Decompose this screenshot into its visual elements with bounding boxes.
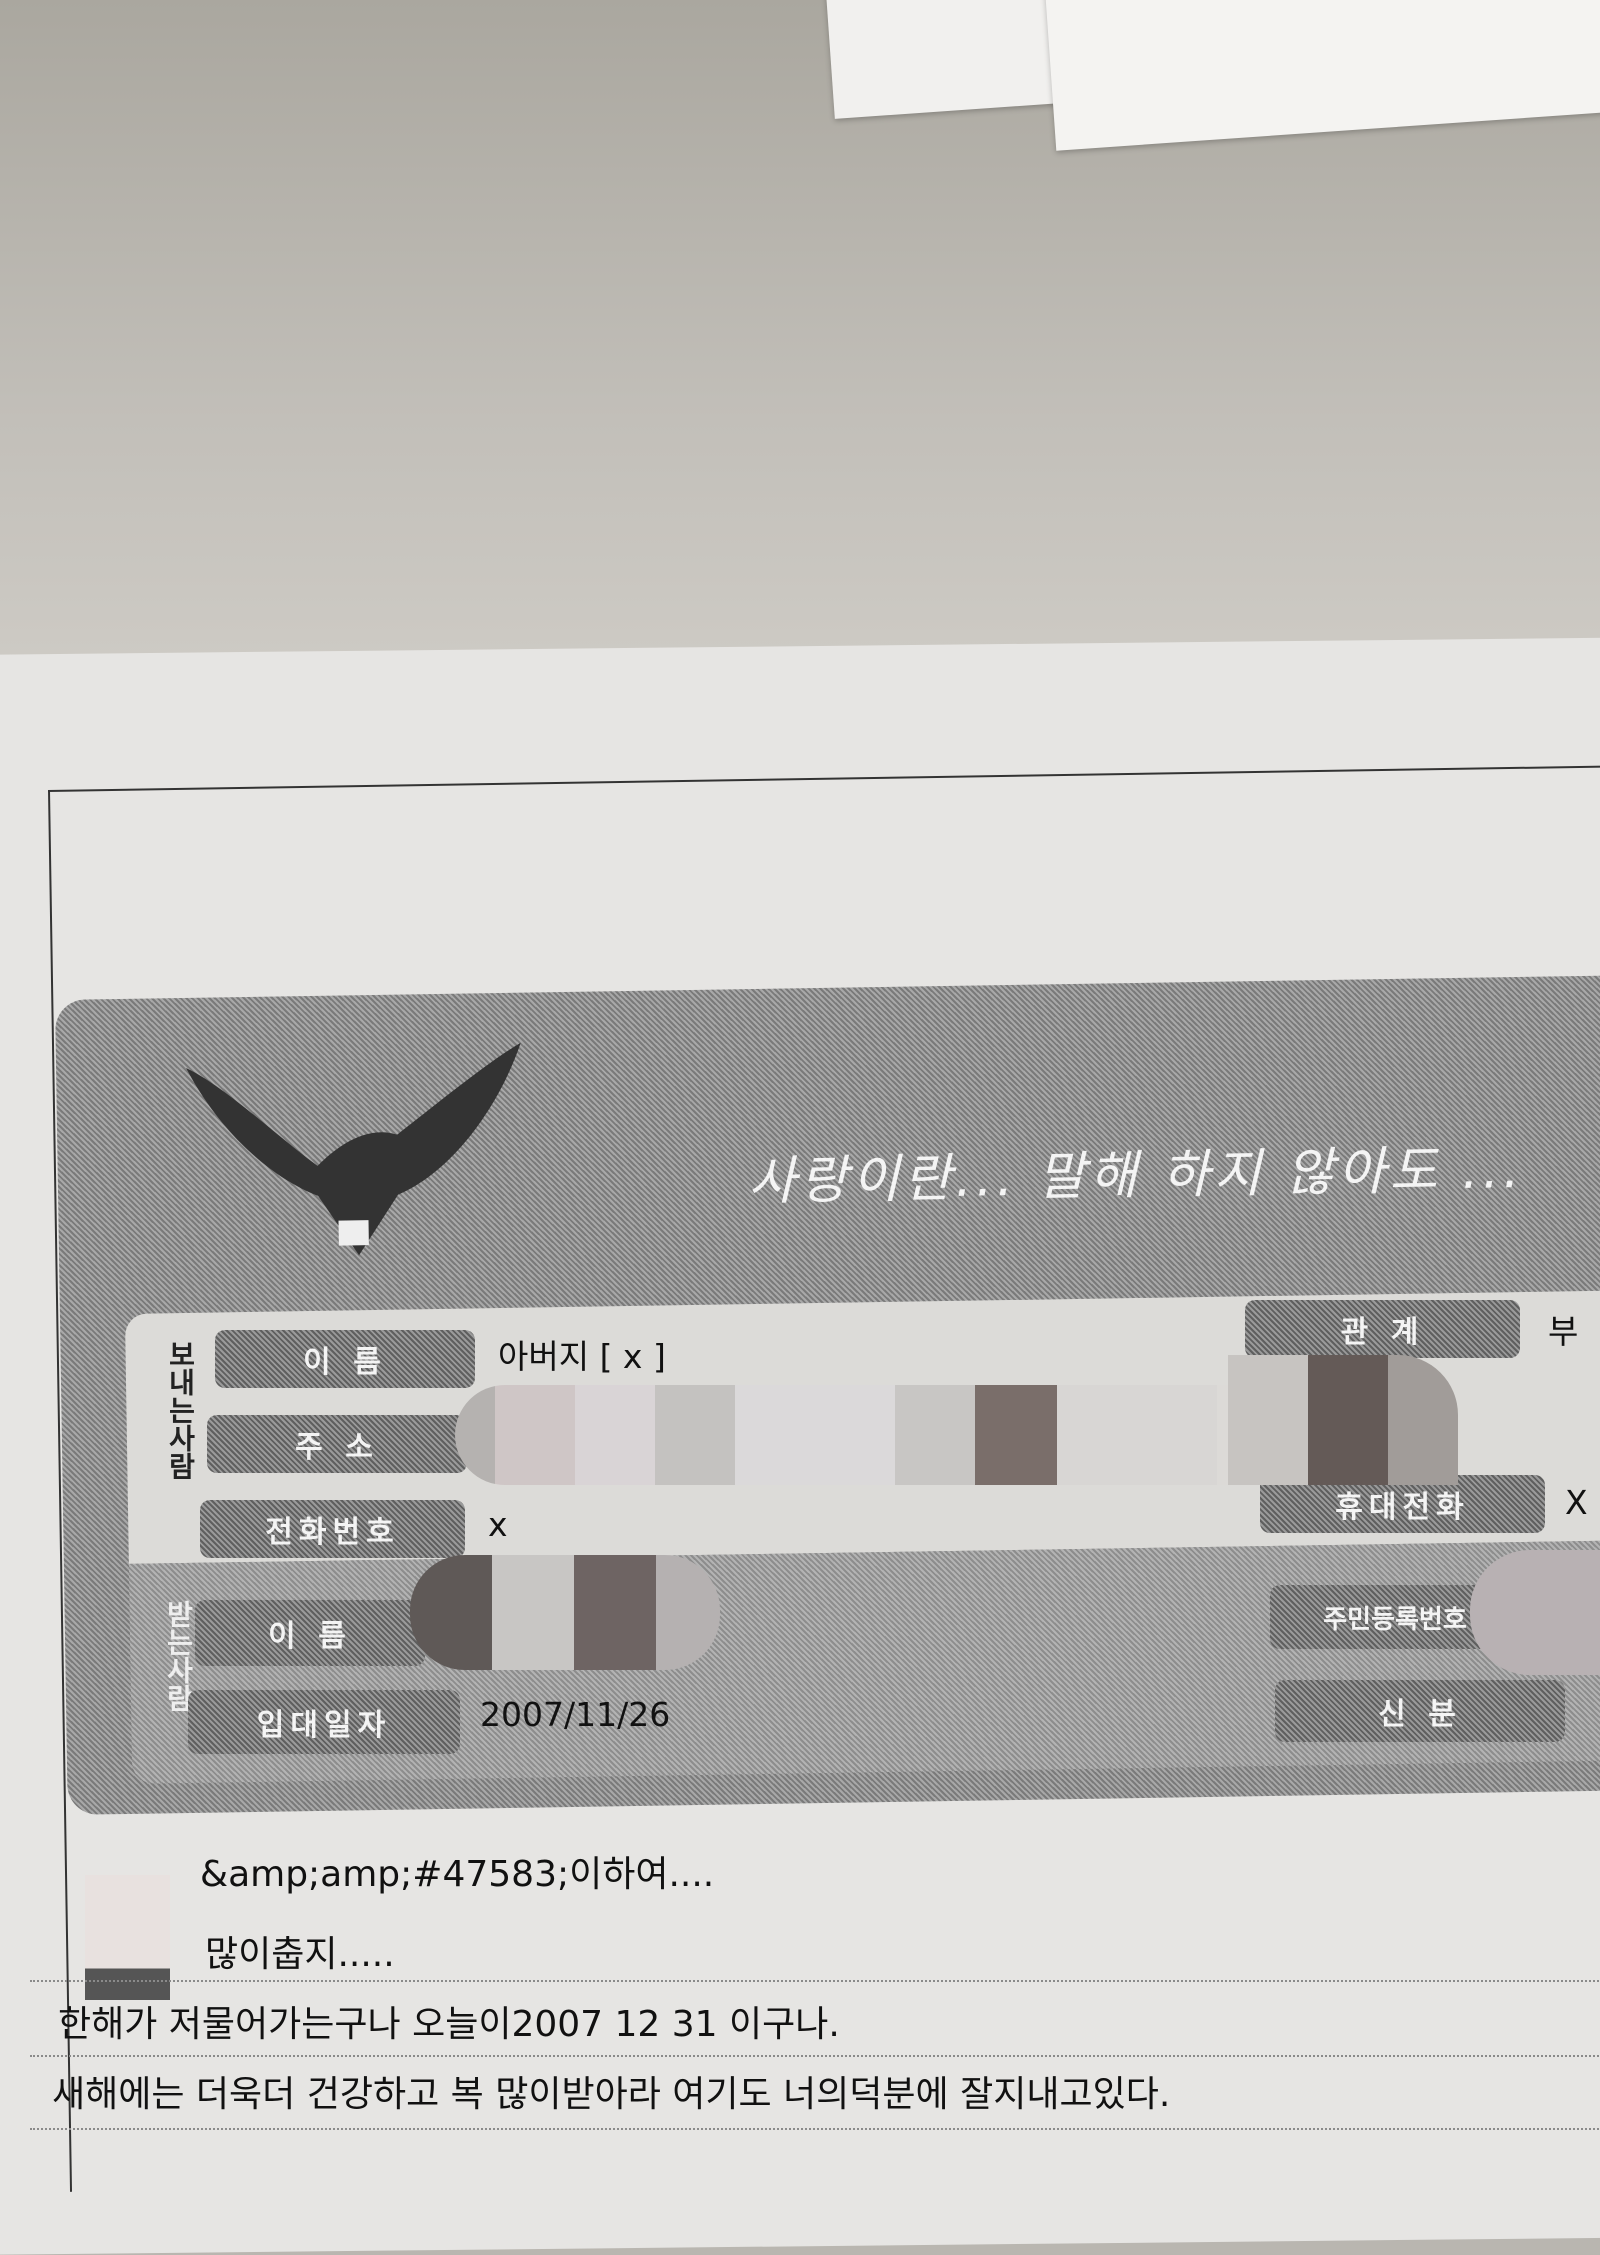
sender-mobile-label: 휴대전화: [1260, 1475, 1545, 1533]
sender-phone-value: x: [488, 1505, 508, 1544]
banner-text: 사랑이란... 말해 하지 않아도 ...: [747, 1139, 1524, 1213]
sender-name-value: 아버지 [ x ]: [498, 1337, 666, 1376]
line-divider: [30, 2055, 1600, 2057]
sender-relation-value: 부: [1548, 1312, 1579, 1351]
line-divider: [30, 2128, 1600, 2130]
letter-line: 많이춥지.....: [205, 1934, 395, 1975]
letter-header-panel: 사랑이란... 말해 하지 않아도 ...: [55, 974, 1600, 1815]
letter-line: 한해가 저물어가는구나 오늘이2007 12 31 이구나.: [58, 2004, 840, 2045]
receiver-rank-label: 신 분: [1275, 1680, 1565, 1742]
redacted-rrn: [1470, 1550, 1600, 1675]
sender-mobile-value: X: [1565, 1483, 1588, 1522]
sender-name-label: 이 름: [215, 1330, 475, 1388]
receiver-enlist-value: 2007/11/26: [480, 1695, 671, 1734]
line-divider: [30, 1980, 1600, 1982]
letter-line: &amp;amp;#47583;이하여....: [200, 1854, 715, 1895]
redacted-receiver-name: [410, 1555, 720, 1670]
redacted-recipient: [85, 1875, 170, 2000]
sender-address-label: 주 소: [207, 1415, 467, 1473]
receiver-name-label: 이 름: [195, 1600, 425, 1666]
letter-line: 새해에는 더욱더 건강하고 복 많이받아라 여기도 너의덕분에 잘지내고있다.: [52, 2074, 1171, 2115]
redacted-relation-detail: [1228, 1355, 1458, 1485]
sender-section-label: 보내는사람: [164, 1340, 197, 1480]
sender-relation-label: 관 계: [1245, 1300, 1520, 1358]
sender-phone-label: 전화번호: [200, 1500, 465, 1558]
eagle-icon: [186, 1042, 521, 1256]
receiver-enlist-label: 입대일자: [188, 1690, 460, 1754]
